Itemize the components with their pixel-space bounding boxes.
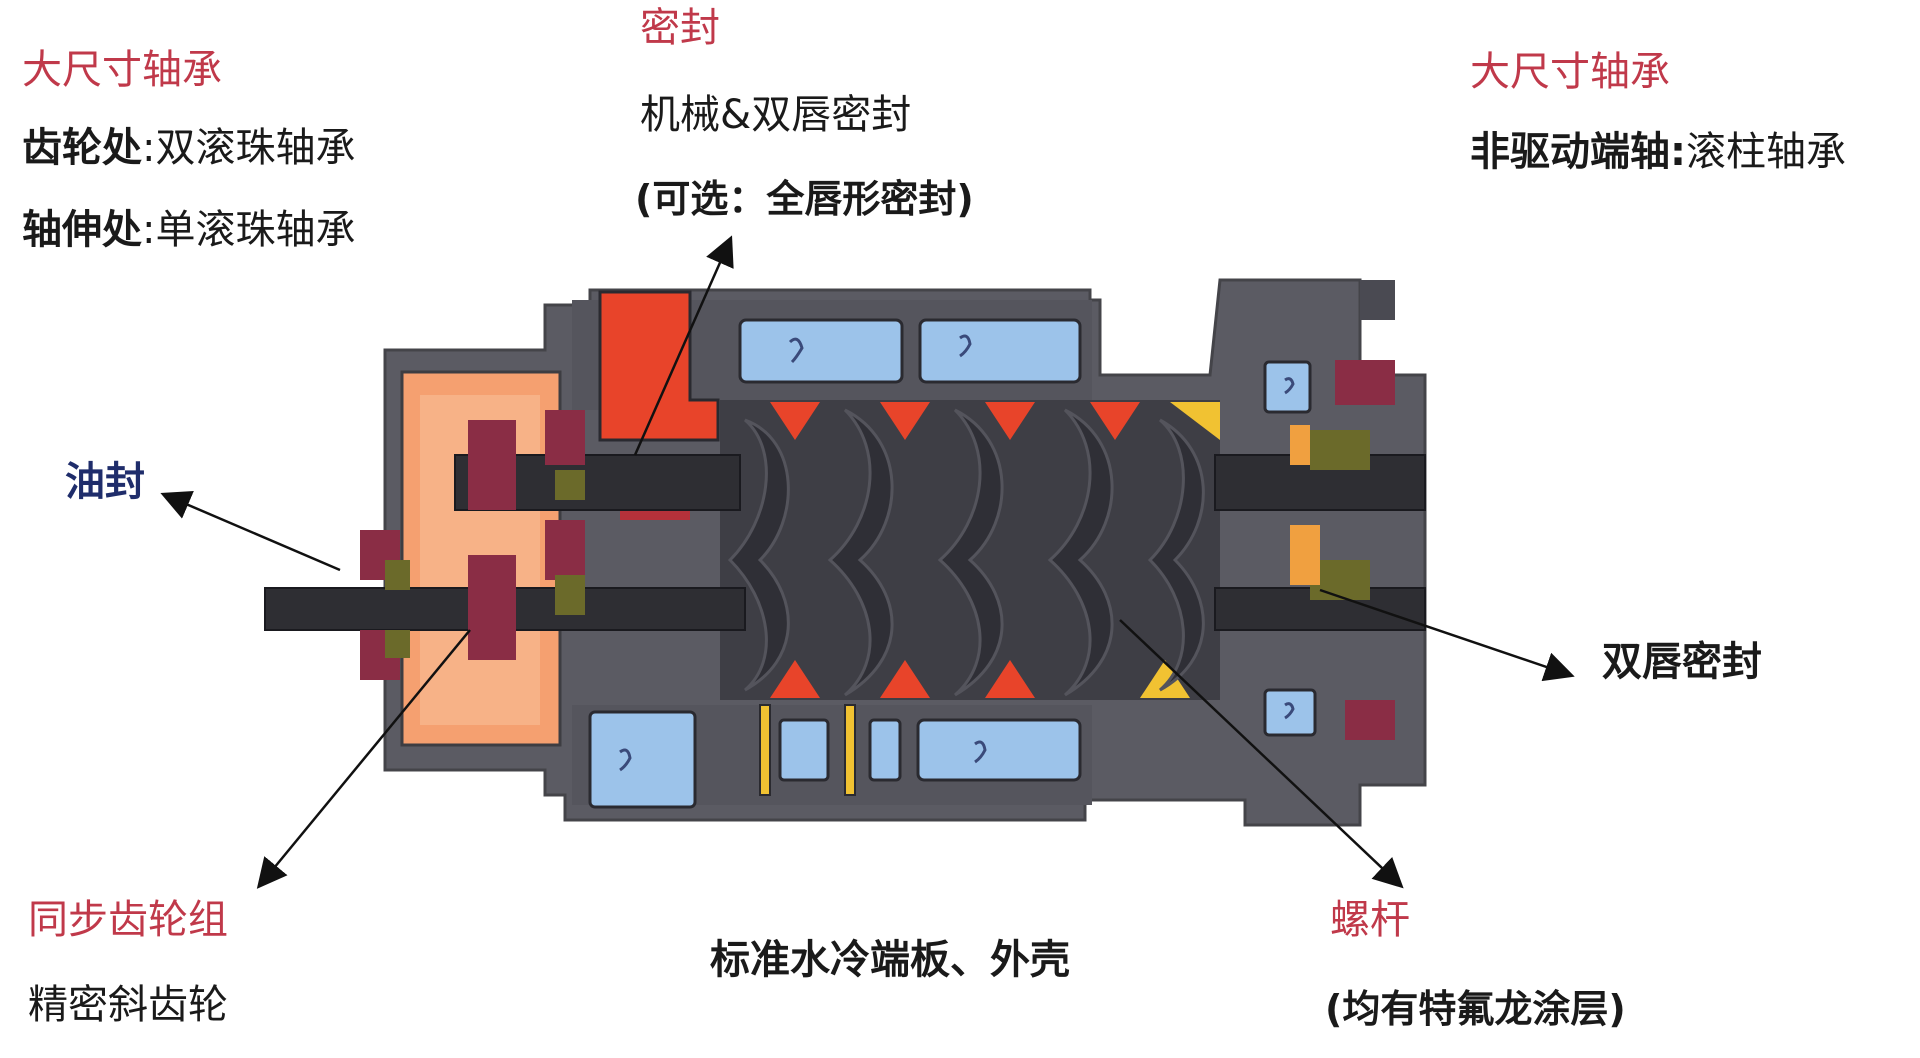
arrow-double-lip-seal xyxy=(1319,588,1575,682)
arrow-oil-seal xyxy=(160,491,341,572)
gear-bearing-line: 齿轮处:双滚珠轴承 xyxy=(22,128,355,168)
rotor-cavity xyxy=(720,400,1220,700)
endplate-label: 标准水冷端板、外壳 xyxy=(710,937,1070,983)
shaft-bearing-key: 轴伸处 xyxy=(22,207,142,253)
sync-gear-desc: 精密斜齿轮 xyxy=(28,982,228,1028)
bearings xyxy=(360,280,1395,740)
gear-bearing-val: :双滚珠轴承 xyxy=(142,125,356,171)
sync-gear-title: 同步齿轮组 xyxy=(28,897,228,943)
double-lip-seal-label: 双唇密封 xyxy=(1602,639,1762,685)
arrow-screw xyxy=(1119,619,1404,889)
seal-line1: 机械&双唇密封 xyxy=(640,92,912,138)
gear-bearing-key: 齿轮处 xyxy=(22,125,142,171)
top-right-title: 大尺寸轴承 xyxy=(1470,49,1670,95)
shaft-bearing-line: 轴伸处:单滚珠轴承 xyxy=(22,210,355,250)
yellow-spacers xyxy=(759,704,856,796)
seal-line2: (可选：全唇形密封) xyxy=(635,177,974,221)
callout-arrows xyxy=(160,235,1575,889)
nondrive-bearing-key: 非驱动端轴: xyxy=(1470,129,1686,175)
arrow-seal xyxy=(633,235,734,456)
arrow-sync-gear xyxy=(256,629,471,889)
nondrive-bearing-line: 非驱动端轴:滚柱轴承 xyxy=(1470,132,1846,172)
oil-seal-label: 油封 xyxy=(65,459,145,505)
nondrive-bearing-val: 滚柱轴承 xyxy=(1686,129,1846,175)
top-left-title: 大尺寸轴承 xyxy=(22,47,222,93)
cooling-panels xyxy=(588,318,1317,809)
screw-title: 螺杆 xyxy=(1330,897,1410,943)
seal-title: 密封 xyxy=(640,5,720,51)
shaft-bearing-val: :单滚珠轴承 xyxy=(142,207,356,253)
screw-desc: (均有特氟龙涂层) xyxy=(1325,987,1626,1031)
